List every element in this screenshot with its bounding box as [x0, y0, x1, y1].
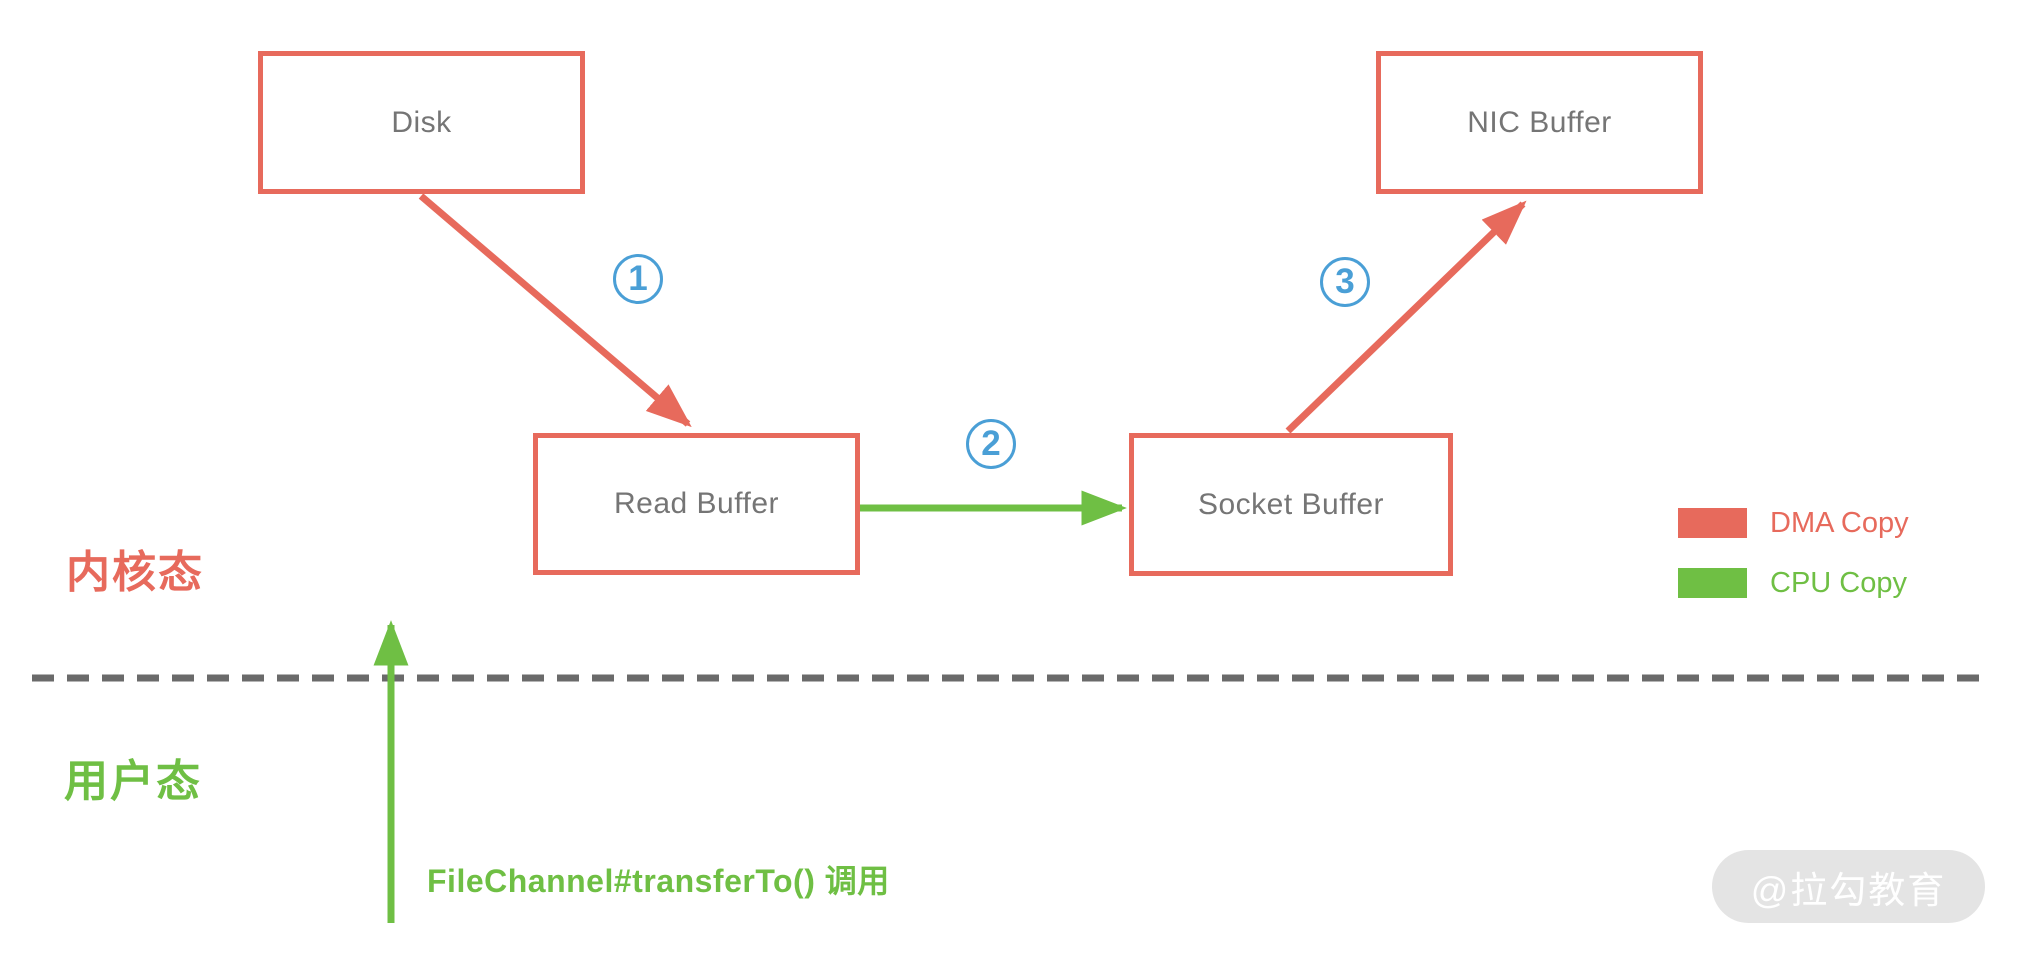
- kernel-mode-label: 内核态: [66, 548, 204, 597]
- disk-box-label: Disk: [391, 105, 452, 139]
- watermark-text: @拉勾教育: [1750, 869, 1947, 911]
- watermark-badge: @拉勾教育: [1712, 850, 1985, 923]
- step-1-badge: 1: [613, 254, 663, 304]
- nic-buffer-box: NIC Buffer: [1376, 51, 1703, 194]
- read-buffer-box: Read Buffer: [533, 433, 860, 575]
- dma-copy-label: DMA Copy: [1770, 506, 1909, 539]
- user-mode-label: 用户态: [64, 757, 202, 806]
- cpu-copy-swatch: [1678, 568, 1747, 598]
- socket-buffer-box-label: Socket Buffer: [1197, 487, 1385, 521]
- socket-buffer-to-nic-buffer-arrow: [1285, 200, 1527, 434]
- cpu-copy-label: CPU Copy: [1770, 566, 1907, 599]
- transferto-call-label: FileChannel#transferTo() 调用: [427, 863, 890, 899]
- socket-buffer-box: Socket Buffer: [1129, 433, 1453, 576]
- nic-buffer-box-label: NIC Buffer: [1467, 105, 1612, 139]
- step-2-badge: 2: [966, 419, 1016, 469]
- disk-box: Disk: [258, 51, 585, 194]
- dma-copy-swatch: [1678, 508, 1747, 538]
- legend-item-cpu-copy: CPU Copy: [1678, 568, 1909, 598]
- disk-to-read-buffer-arrow: [418, 193, 692, 428]
- legend-item-dma-copy: DMA Copy: [1678, 508, 1909, 538]
- step-3-badge: 3: [1320, 257, 1370, 307]
- read-buffer-box-label: Read Buffer: [613, 487, 780, 520]
